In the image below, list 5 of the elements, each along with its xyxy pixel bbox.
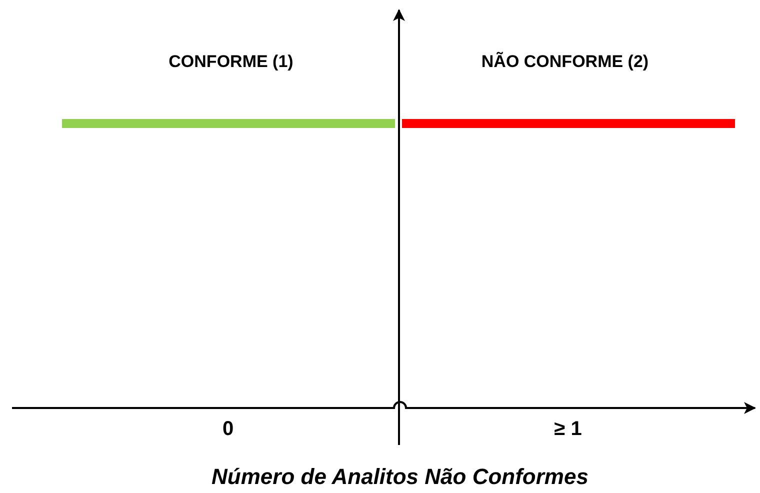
- axis-value-label: 0: [222, 418, 234, 441]
- zone-label: CONFORME (1): [168, 51, 294, 73]
- axis-title: Número de Analitos Não Conformes: [212, 464, 588, 490]
- axis-value-label: ≥ 1: [554, 418, 582, 441]
- zone-label: NÃO CONFORME (2): [480, 50, 650, 73]
